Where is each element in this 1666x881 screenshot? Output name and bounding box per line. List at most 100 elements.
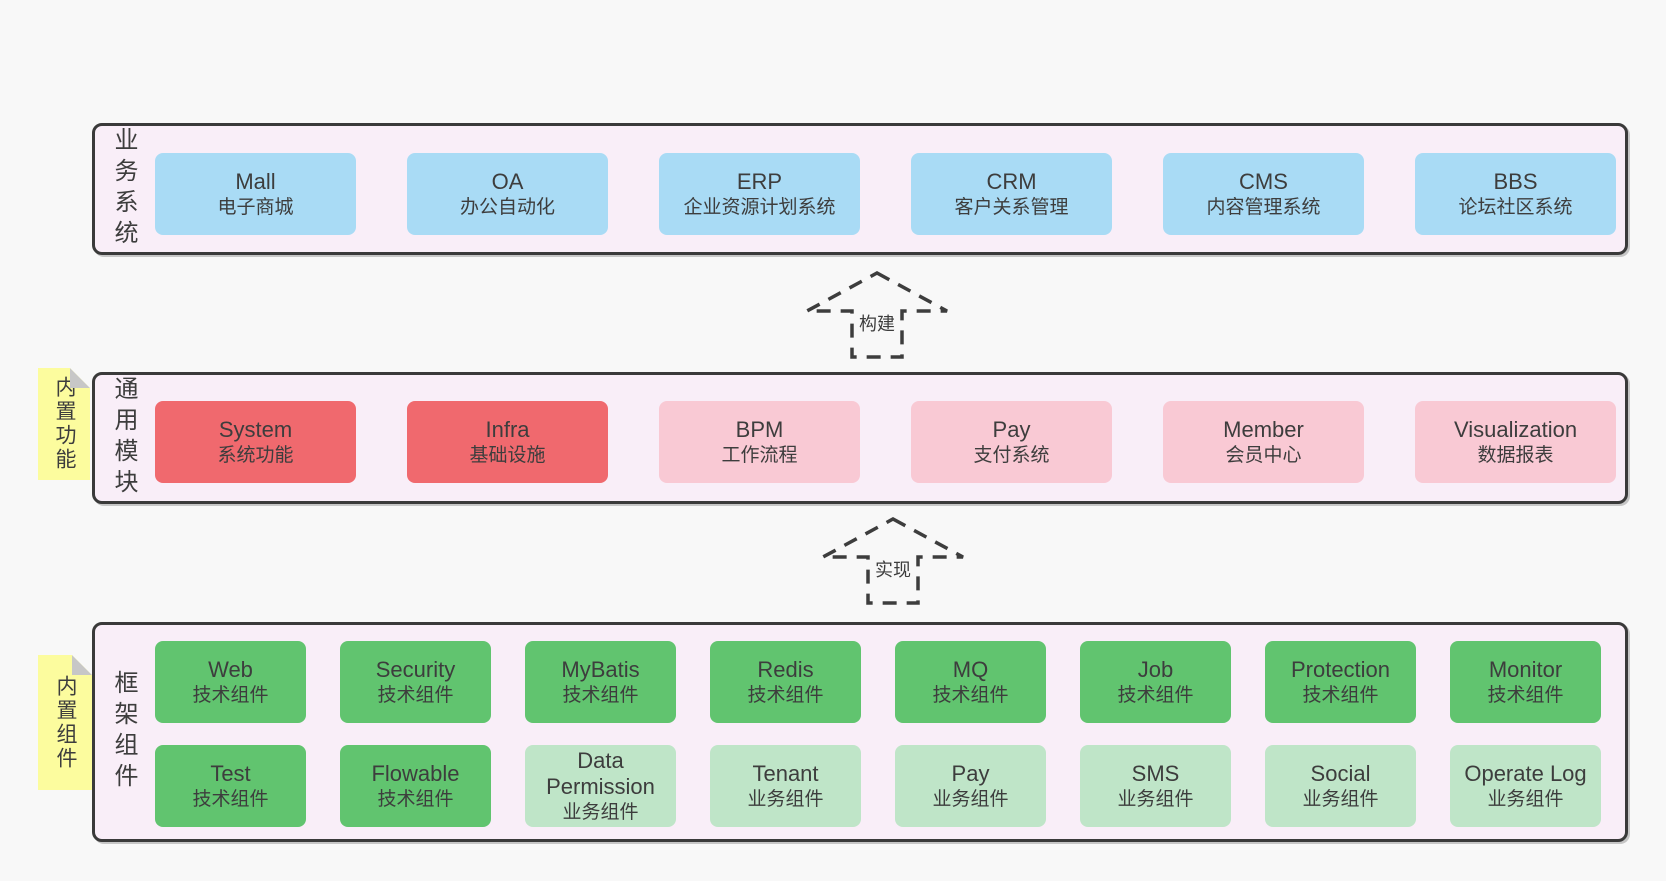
box-erp-desc: 企业资源计划系统 — [683, 196, 836, 218]
box-web-name: Web — [208, 657, 253, 682]
box-test: Test 技术组件 — [155, 745, 306, 827]
box-flowable: Flowable 技术组件 — [340, 745, 491, 827]
box-erp: ERP 企业资源计划系统 — [659, 153, 860, 235]
box-social: Social 业务组件 — [1265, 745, 1416, 827]
box-operate-log-desc: 业务组件 — [1487, 788, 1564, 810]
box-bpm-name: BPM — [735, 417, 784, 442]
box-bbs-desc: 论坛社区系统 — [1458, 196, 1573, 218]
box-monitor-name: Monitor — [1488, 657, 1563, 682]
box-web: Web 技术组件 — [155, 641, 306, 723]
sticky-builtin-components-label: 内置组件 — [54, 674, 77, 771]
box-operate-log: Operate Log 业务组件 — [1450, 745, 1601, 827]
arrow-implement-shape — [822, 517, 964, 605]
box-pay-module-name: Pay — [992, 417, 1031, 442]
box-flowable-desc: 技术组件 — [377, 788, 454, 810]
box-data-permission-desc: 业务组件 — [562, 802, 639, 824]
box-security: Security 技术组件 — [340, 641, 491, 723]
box-crm: CRM 客户关系管理 — [911, 153, 1112, 235]
box-system-name: System — [218, 417, 293, 442]
sticky-builtin-features-label: 内置功能 — [53, 376, 76, 472]
box-security-name: Security — [375, 657, 456, 682]
box-visualization-desc: 数据报表 — [1477, 444, 1554, 466]
box-mq: MQ 技术组件 — [895, 641, 1046, 723]
box-erp-name: ERP — [736, 169, 783, 194]
panel-common-modules: 通用模块 System 系统功能 Infra 基础设施 BPM 工作流程 Pay… — [92, 372, 1628, 504]
sticky-fold-corner — [72, 655, 92, 675]
arrow-implement-label: 实现 — [872, 556, 914, 582]
box-test-name: Test — [210, 761, 251, 786]
box-member-desc: 会员中心 — [1225, 444, 1302, 466]
box-protection-name: Protection — [1290, 657, 1391, 682]
box-member-name: Member — [1223, 417, 1304, 442]
box-mall: Mall 电子商城 — [155, 153, 356, 235]
modules-side-label: 通用模块 — [110, 376, 137, 500]
box-cms-desc: 内容管理系统 — [1206, 196, 1321, 218]
box-pay-component-desc: 业务组件 — [932, 788, 1009, 810]
box-cms: CMS 内容管理系统 — [1163, 153, 1364, 235]
arrow-build-label: 构建 — [856, 310, 898, 336]
box-bpm: BPM 工作流程 — [659, 401, 860, 483]
box-visualization-name: Visualization — [1453, 417, 1578, 442]
box-mall-desc: 电子商城 — [217, 196, 294, 218]
box-infra-desc: 基础设施 — [469, 444, 546, 466]
box-crm-desc: 客户关系管理 — [954, 196, 1069, 218]
box-tenant: Tenant 业务组件 — [710, 745, 861, 827]
panel-business-systems: 业务系统 Mall 电子商城 OA 办公自动化 ERP 企业资源计划系统 CRM… — [92, 123, 1628, 255]
box-web-desc: 技术组件 — [192, 684, 269, 706]
box-bbs: BBS 论坛社区系统 — [1415, 153, 1616, 235]
box-mybatis-name: MyBatis — [561, 657, 640, 682]
box-job-desc: 技术组件 — [1117, 684, 1194, 706]
box-redis-desc: 技术组件 — [747, 684, 824, 706]
box-redis-name: Redis — [757, 657, 814, 682]
box-infra: Infra 基础设施 — [407, 401, 608, 483]
box-mybatis: MyBatis 技术组件 — [525, 641, 676, 723]
box-sms: SMS 业务组件 — [1080, 745, 1231, 827]
box-social-name: Social — [1310, 761, 1371, 786]
box-protection: Protection 技术组件 — [1265, 641, 1416, 723]
box-redis: Redis 技术组件 — [710, 641, 861, 723]
framework-side-label: 框架组件 — [110, 670, 137, 794]
box-monitor: Monitor 技术组件 — [1450, 641, 1601, 723]
sticky-builtin-components: 内置组件 — [38, 655, 92, 790]
box-oa-name: OA — [491, 169, 524, 194]
box-mq-desc: 技术组件 — [932, 684, 1009, 706]
box-oa-desc: 办公自动化 — [459, 196, 555, 218]
box-visualization: Visualization 数据报表 — [1415, 401, 1616, 483]
box-flowable-name: Flowable — [371, 761, 460, 786]
box-security-desc: 技术组件 — [377, 684, 454, 706]
box-mall-name: Mall — [235, 169, 276, 194]
box-pay-component-name: Pay — [951, 761, 990, 786]
box-mq-name: MQ — [952, 657, 989, 682]
box-system-desc: 系统功能 — [217, 444, 294, 466]
box-cms-name: CMS — [1239, 169, 1288, 194]
box-data-permission-name: Data Permission — [546, 747, 655, 800]
box-monitor-desc: 技术组件 — [1487, 684, 1564, 706]
sticky-builtin-features: 内置功能 — [38, 368, 90, 480]
panel-framework-components: 框架组件 Web 技术组件 Security 技术组件 MyBatis 技术组件… — [92, 622, 1628, 842]
box-infra-name: Infra — [485, 417, 530, 442]
sticky-fold-corner — [70, 368, 90, 388]
box-sms-desc: 业务组件 — [1117, 788, 1194, 810]
box-mybatis-desc: 技术组件 — [562, 684, 639, 706]
arrow-build-shape — [806, 271, 948, 359]
box-job: Job 技术组件 — [1080, 641, 1231, 723]
box-pay-module-desc: 支付系统 — [973, 444, 1050, 466]
box-bbs-name: BBS — [1493, 169, 1538, 194]
box-tenant-desc: 业务组件 — [747, 788, 824, 810]
arrow-implement: 实现 — [820, 516, 966, 611]
box-member: Member 会员中心 — [1163, 401, 1364, 483]
box-operate-log-name: Operate Log — [1464, 761, 1587, 786]
box-oa: OA 办公自动化 — [407, 153, 608, 235]
box-system: System 系统功能 — [155, 401, 356, 483]
box-tenant-name: Tenant — [752, 761, 819, 786]
business-side-label: 业务系统 — [110, 127, 137, 251]
box-bpm-desc: 工作流程 — [721, 444, 798, 466]
box-crm-name: CRM — [986, 169, 1037, 194]
box-protection-desc: 技术组件 — [1302, 684, 1379, 706]
box-job-name: Job — [1137, 657, 1174, 682]
box-data-permission: Data Permission 业务组件 — [525, 745, 676, 827]
box-social-desc: 业务组件 — [1302, 788, 1379, 810]
box-pay-component: Pay 业务组件 — [895, 745, 1046, 827]
box-pay-module: Pay 支付系统 — [911, 401, 1112, 483]
